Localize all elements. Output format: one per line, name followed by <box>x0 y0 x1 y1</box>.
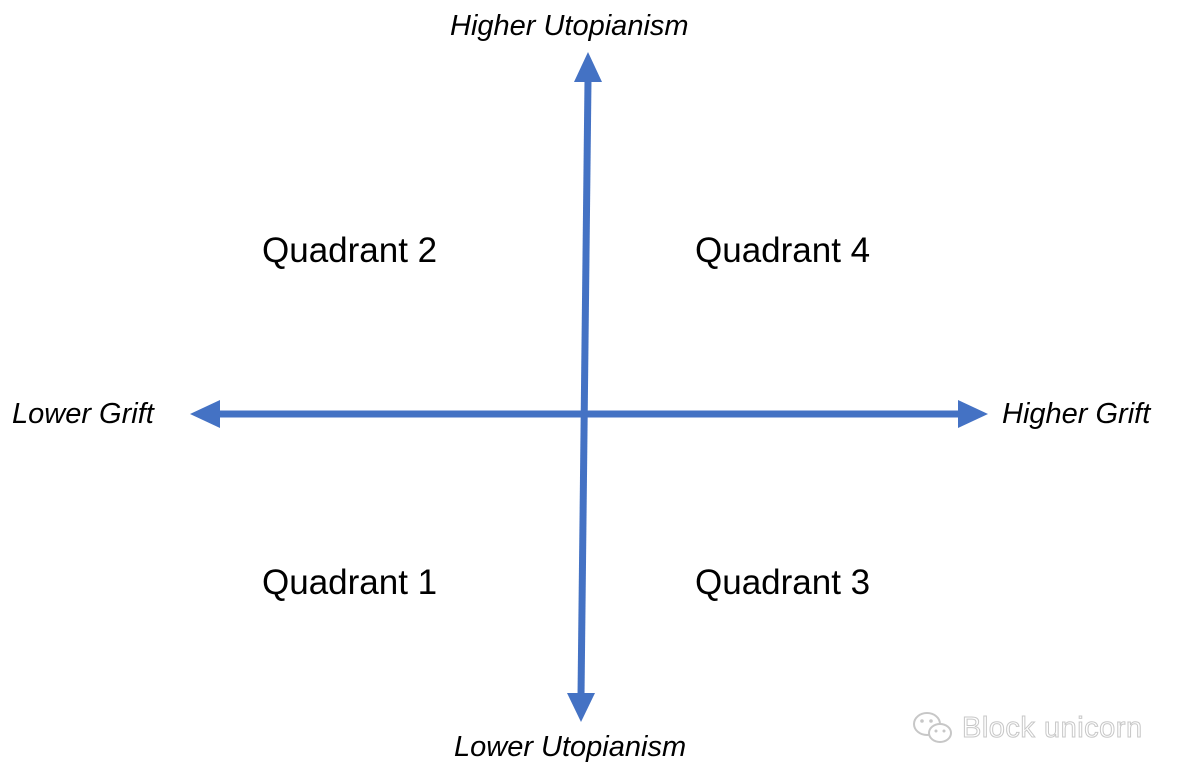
vertical-axis-arrow <box>567 52 602 722</box>
horizontal-axis-arrow <box>190 400 988 428</box>
horizontal-axis-right-arrowhead <box>958 400 988 428</box>
quadrant-1-label: Quadrant 1 <box>262 563 438 602</box>
watermark: Block unicorn <box>912 710 1143 746</box>
y-axis-bottom-label: Lower Utopianism <box>454 731 687 763</box>
watermark-text: Block unicorn <box>962 711 1143 744</box>
quadrant-4-label: Quadrant 4 <box>695 231 871 270</box>
horizontal-axis-left-arrowhead <box>190 400 220 428</box>
vertical-axis-up-arrowhead <box>574 52 602 82</box>
vertical-axis-line <box>577 79 592 697</box>
vertical-axis-down-arrowhead <box>567 693 595 722</box>
x-axis-left-label: Lower Grift <box>12 398 154 430</box>
wechat-icon <box>913 712 952 743</box>
quadrant-3-label: Quadrant 3 <box>695 563 871 602</box>
quadrant-2-label: Quadrant 2 <box>262 231 438 270</box>
y-axis-top-label: Higher Utopianism <box>450 10 689 42</box>
x-axis-right-label: Higher Grift <box>1002 398 1151 430</box>
